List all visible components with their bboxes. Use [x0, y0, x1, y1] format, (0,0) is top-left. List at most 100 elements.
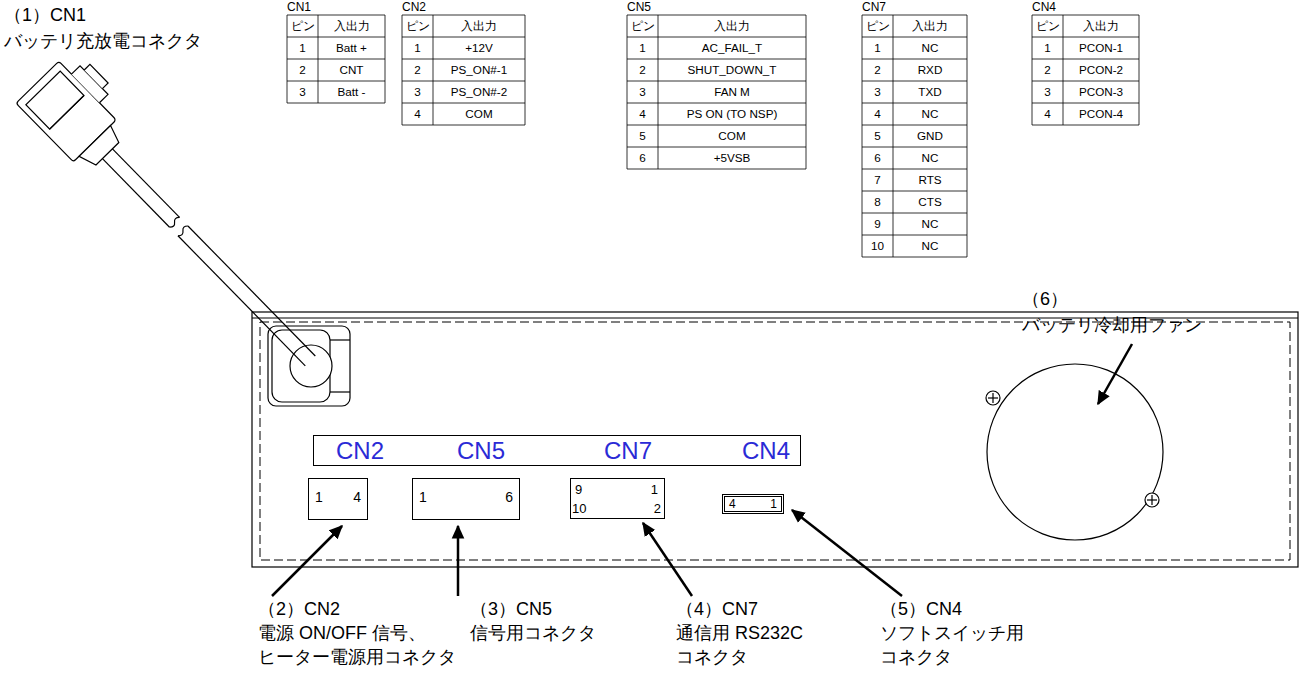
table-lines: [627, 81, 806, 82]
table-title: CN4: [1032, 0, 1056, 14]
table-lines: [1032, 37, 1139, 38]
table-lines: [893, 15, 894, 257]
pin-table-grid: [287, 15, 1139, 257]
pin-number: 2: [1032, 59, 1063, 81]
table-lines: [862, 15, 967, 16]
table-lines: [385, 15, 386, 103]
table-lines: [967, 15, 968, 257]
pin-number: 3: [627, 81, 658, 103]
table-lines: [402, 15, 525, 125]
pin-number: 3: [862, 81, 893, 103]
pin-number: 2: [654, 501, 661, 516]
cn1-plug-cable: [84, 64, 108, 88]
signal-name: PS_ON#-1: [433, 59, 525, 81]
pin-number: 4: [627, 103, 658, 125]
pin-number: 1: [627, 37, 658, 59]
table-lines: [402, 125, 525, 126]
cn1-plug-cable: [16, 47, 346, 382]
signal-name: +12V: [433, 37, 525, 59]
callout-text: コネクタ: [880, 646, 952, 668]
cn1-plug-cable: [101, 157, 170, 227]
callout-number: （5）CN4: [880, 598, 962, 620]
table-lines: [287, 59, 385, 60]
table-header: ピン: [1032, 15, 1063, 37]
pin-number: 3: [402, 81, 433, 103]
table-lines: [402, 59, 525, 60]
table-lines: [627, 169, 806, 170]
signal-name: PCON-2: [1063, 59, 1139, 81]
leader-arrow: [792, 510, 902, 596]
table-lines: [402, 81, 525, 82]
signal-name: PCON-1: [1063, 37, 1139, 59]
table-lines: [525, 15, 526, 125]
table-lines: [627, 15, 806, 169]
table-lines: [862, 191, 967, 192]
table-lines: [1032, 15, 1139, 125]
table-header: 入出力: [433, 15, 525, 37]
table-lines: [1032, 59, 1139, 60]
callout-number: （4）CN7: [676, 598, 758, 620]
connector-cn5: 16: [412, 478, 520, 520]
cn1-plug-cable: [26, 71, 84, 129]
pin-number: 10: [862, 235, 893, 257]
pin-number: 1: [419, 489, 427, 505]
cn1-plug-cable: [168, 216, 181, 229]
table-lines: [862, 257, 967, 258]
table-lines: [862, 15, 967, 257]
pin-number: 5: [627, 125, 658, 147]
callout-text: 通信用 RS232C: [676, 622, 803, 644]
cooling-fan: [1145, 493, 1159, 507]
table-lines: [627, 147, 806, 148]
cn1-plug-cable: [188, 226, 315, 356]
pin-number: 4: [729, 497, 736, 511]
table-lines: [287, 37, 385, 38]
cable-gland: [268, 326, 350, 406]
table-lines: [287, 103, 385, 104]
connector-name: CN7: [604, 436, 652, 465]
connector-name: CN2: [336, 436, 384, 465]
signal-name: TXD: [893, 81, 967, 103]
cn1-plug-cable: [79, 125, 123, 169]
callout-text: ソフトスイッチ用: [880, 622, 1024, 644]
table-header: 入出力: [658, 15, 806, 37]
table-header: 入出力: [318, 15, 385, 37]
pin-number: 9: [575, 482, 582, 497]
cooling-fan: [1151, 495, 1152, 505]
signal-name: NC: [893, 103, 967, 125]
signal-name: NC: [893, 147, 967, 169]
pin-number: 10: [572, 501, 586, 516]
table-lines: [862, 125, 967, 126]
table-header: 入出力: [893, 15, 967, 37]
callout-text: コネクタ: [676, 646, 748, 668]
cable-gland: [330, 391, 350, 392]
signal-name: PCON-3: [1063, 81, 1139, 103]
table-title: CN7: [862, 0, 886, 14]
table-header: ピン: [862, 15, 893, 37]
panel-housing: [252, 312, 1298, 567]
table-lines: [627, 59, 806, 60]
cn1-plug-cable: [111, 147, 180, 217]
signal-name: FAN M: [658, 81, 806, 103]
callout-number: （2）CN2: [258, 598, 340, 620]
signal-name: NC: [893, 37, 967, 59]
pin-number: 4: [402, 103, 433, 125]
signal-name: COM: [433, 103, 525, 125]
table-lines: [1032, 15, 1033, 125]
connector-cn7: 91102: [570, 478, 665, 519]
table-lines: [1032, 103, 1139, 104]
callout-number: （3）CN5: [470, 598, 552, 620]
signal-name: PS_ON#-2: [433, 81, 525, 103]
callout-number: （6）: [1022, 288, 1068, 310]
pin-number: 4: [353, 489, 361, 505]
signal-name: CTS: [893, 191, 967, 213]
pin-number: 4: [862, 103, 893, 125]
pin-number: 2: [862, 59, 893, 81]
table-lines: [862, 213, 967, 214]
signal-name: +5VSB: [658, 147, 806, 169]
signal-name: COM: [658, 125, 806, 147]
callout-number: （1）CN1: [4, 4, 86, 26]
callout-text: バッテリ冷却用ファン: [1022, 314, 1202, 336]
pin-number: 7: [862, 169, 893, 191]
pin-number: 1: [1032, 37, 1063, 59]
